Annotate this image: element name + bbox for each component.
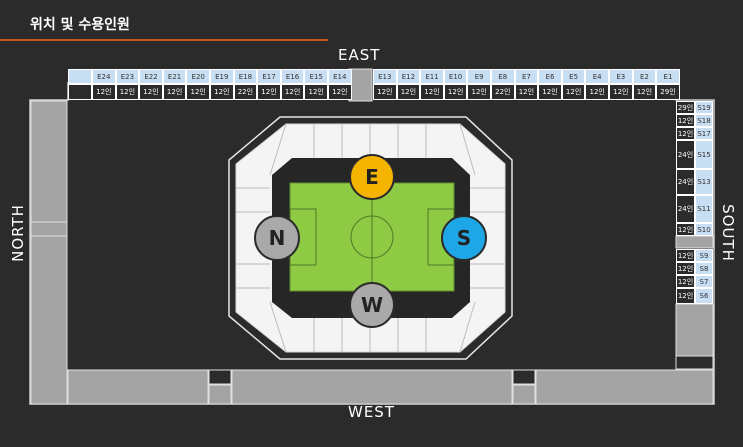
south-capacity-s19: 29인 <box>676 101 695 114</box>
east-section-e12[interactable]: E12 <box>396 69 421 84</box>
title-underline <box>0 39 328 41</box>
east-capacity-e17: 12인 <box>257 84 281 100</box>
south-capacity-s8: 12인 <box>676 262 695 275</box>
zone-s-marker[interactable]: S <box>441 215 487 261</box>
east-section-e15[interactable]: E15 <box>304 69 328 84</box>
east-label: EAST <box>338 46 381 64</box>
south-capacity-s10: 12인 <box>676 223 695 236</box>
east-capacity-e16: 12인 <box>280 84 305 100</box>
south-capacity-s11: 24인 <box>676 195 695 223</box>
east-section-e2[interactable]: E2 <box>632 69 657 84</box>
east-section-e7[interactable]: E7 <box>514 69 539 84</box>
south-section-s18[interactable]: S18 <box>695 114 713 127</box>
east-section-e16[interactable]: E16 <box>280 69 305 84</box>
inner-seat-dividers <box>236 123 505 353</box>
east-section-e11[interactable]: E11 <box>420 69 444 84</box>
east-capacity-e2: 12인 <box>632 84 657 100</box>
south-section-s10[interactable]: S10 <box>695 223 713 236</box>
east-section-e19[interactable]: E19 <box>210 69 234 84</box>
east-section-e13[interactable]: E13 <box>373 69 397 84</box>
east-capacity-e11: 12인 <box>420 84 444 100</box>
south-capacity-s9: 12인 <box>676 249 695 262</box>
east-capacity-e23: 12인 <box>115 84 140 100</box>
zone-e-marker[interactable]: E <box>349 154 395 200</box>
east-section-e6[interactable]: E6 <box>538 69 562 84</box>
west-stand-left <box>67 369 209 405</box>
zone-w-letter: W <box>360 293 384 317</box>
south-section-s6[interactable]: S6 <box>695 288 713 304</box>
east-capacity-e1: 29인 <box>656 84 680 100</box>
east-capacity-e3: 12인 <box>609 84 633 100</box>
east-section-e4[interactable]: E4 <box>585 69 609 84</box>
east-section-e21[interactable]: E21 <box>162 69 187 84</box>
zone-n-marker[interactable]: N <box>254 215 300 261</box>
east-section-e10[interactable]: E10 <box>443 69 468 84</box>
zone-n-letter: N <box>268 226 286 250</box>
south-capacity-s6: 12인 <box>676 288 695 304</box>
west-label: WEST <box>348 403 395 421</box>
south-section-s9[interactable]: S9 <box>695 249 713 262</box>
west-stand-right <box>535 369 714 405</box>
east-section-e8[interactable]: E8 <box>491 69 515 84</box>
east-section-e18[interactable]: E18 <box>233 69 258 84</box>
east-capacity-e6: 12인 <box>538 84 562 100</box>
zone-s-letter: S <box>456 226 472 250</box>
east-capacity-e24: 12인 <box>92 84 116 100</box>
east-capacity-e20: 12인 <box>186 84 210 100</box>
south-section-s13[interactable]: S13 <box>695 169 713 195</box>
south-section-s19[interactable]: S19 <box>695 101 713 114</box>
east-corner-box-lower <box>68 84 92 100</box>
west-stand-center <box>231 369 513 405</box>
east-capacity-e9: 12인 <box>467 84 491 100</box>
east-capacity-e21: 12인 <box>162 84 187 100</box>
south-section-s7[interactable]: S7 <box>695 275 713 288</box>
east-gap <box>348 68 373 102</box>
south-stand-lower <box>675 303 714 357</box>
east-section-e23[interactable]: E23 <box>115 69 140 84</box>
east-capacity-e13: 12인 <box>373 84 397 100</box>
east-capacity-e7: 12인 <box>514 84 539 100</box>
east-corner-box <box>68 69 92 84</box>
east-section-e14[interactable]: E14 <box>328 69 352 84</box>
east-section-e9[interactable]: E9 <box>467 69 491 84</box>
east-capacity-e12: 12인 <box>396 84 421 100</box>
east-capacity-e4: 12인 <box>585 84 609 100</box>
east-section-e5[interactable]: E5 <box>561 69 586 84</box>
south-section-s17[interactable]: S17 <box>695 127 713 140</box>
south-capacity-s17: 12인 <box>676 127 695 140</box>
east-capacity-e5: 12인 <box>561 84 586 100</box>
east-capacity-e19: 12인 <box>210 84 234 100</box>
east-section-e3[interactable]: E3 <box>609 69 633 84</box>
south-capacity-s18: 12인 <box>676 114 695 127</box>
east-section-e22[interactable]: E22 <box>139 69 163 84</box>
east-capacity-e10: 12인 <box>443 84 468 100</box>
zone-w-marker[interactable]: W <box>349 282 395 328</box>
south-section-s11[interactable]: S11 <box>695 195 713 223</box>
south-section-s15[interactable]: S15 <box>695 140 713 169</box>
east-section-e17[interactable]: E17 <box>257 69 281 84</box>
east-capacity-e15: 12인 <box>304 84 328 100</box>
east-section-e24[interactable]: E24 <box>92 69 116 84</box>
east-capacity-e18: 22인 <box>233 84 258 100</box>
east-capacity-e14: 12인 <box>328 84 352 100</box>
south-capacity-s15: 24인 <box>676 140 695 169</box>
east-section-e1[interactable]: E1 <box>656 69 680 84</box>
page-title: 위치 및 수용인원 <box>30 17 130 33</box>
east-section-e20[interactable]: E20 <box>186 69 210 84</box>
south-section-s8[interactable]: S8 <box>695 262 713 275</box>
east-capacity-e22: 12인 <box>139 84 163 100</box>
zone-e-letter: E <box>365 165 379 189</box>
north-stand <box>30 100 68 405</box>
south-capacity-s7: 12인 <box>676 275 695 288</box>
south-capacity-s13: 24인 <box>676 169 695 195</box>
east-capacity-e8: 22인 <box>491 84 515 100</box>
